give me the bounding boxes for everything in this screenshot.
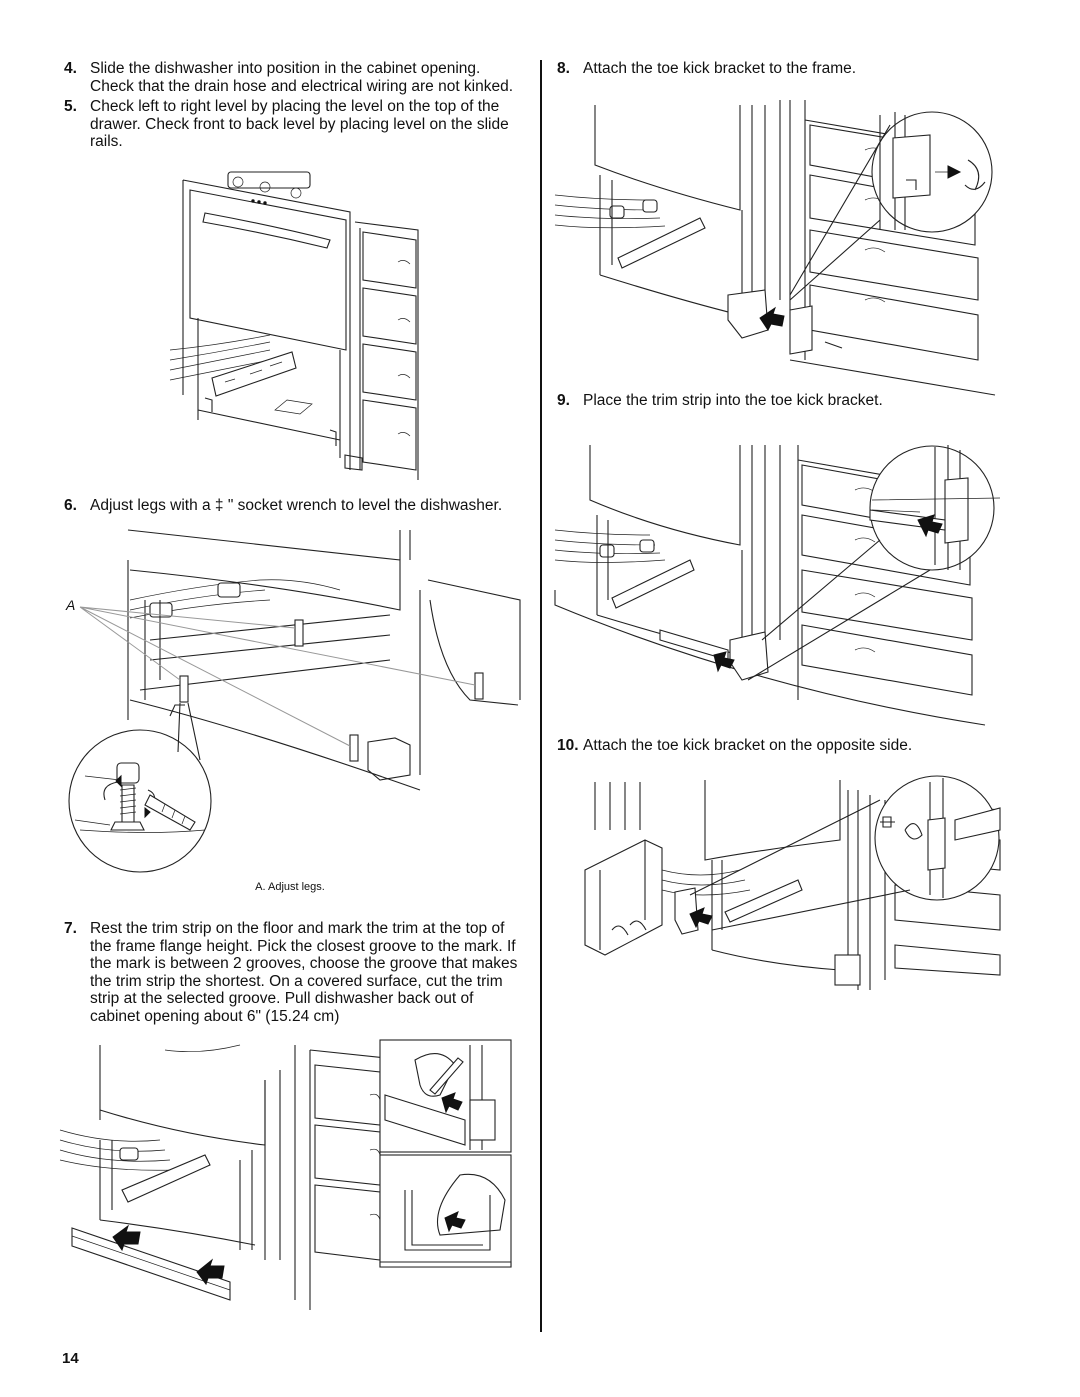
- step-text: Rest the trim strip on the floor and mar…: [90, 920, 518, 1025]
- step-10: 10. Attach the toe kick bracket on the o…: [557, 737, 1023, 755]
- figure-caption: A. Adjust legs.: [255, 881, 325, 893]
- step-7: 7. Rest the trim strip on the floor and …: [64, 920, 522, 1025]
- step-4: 4. Slide the dishwasher into position in…: [64, 60, 522, 95]
- step-text: Adjust legs with a ‡ " socket wrench to …: [90, 497, 503, 514]
- step-number: 9.: [557, 392, 570, 409]
- step-number: 4.: [64, 60, 77, 77]
- step-6: 6. Adjust legs with a ‡ " socket wrench …: [64, 497, 530, 515]
- step-number: 5.: [64, 98, 77, 115]
- step-8: 8. Attach the toe kick bracket to the fr…: [557, 60, 1023, 78]
- step-text: Place the trim strip into the toe kick b…: [583, 392, 883, 409]
- page-number: 14: [62, 1350, 79, 1367]
- step-number: 10.: [557, 737, 579, 754]
- step-9: 9. Place the trim strip into the toe kic…: [557, 392, 1023, 410]
- step-number: 8.: [557, 60, 570, 77]
- column-divider: [540, 60, 542, 1332]
- step-5: 5. Check left to right level by placing …: [64, 98, 522, 151]
- step-text: Check left to right level by placing the…: [90, 98, 509, 150]
- step-text: Attach the toe kick bracket on the oppos…: [583, 737, 913, 754]
- callout-a: A: [66, 597, 76, 613]
- step-number: 7.: [64, 920, 77, 937]
- step-number: 6.: [64, 497, 77, 514]
- step-text: Slide the dishwasher into position in th…: [90, 60, 514, 95]
- step-text: Attach the toe kick bracket to the frame…: [583, 60, 857, 77]
